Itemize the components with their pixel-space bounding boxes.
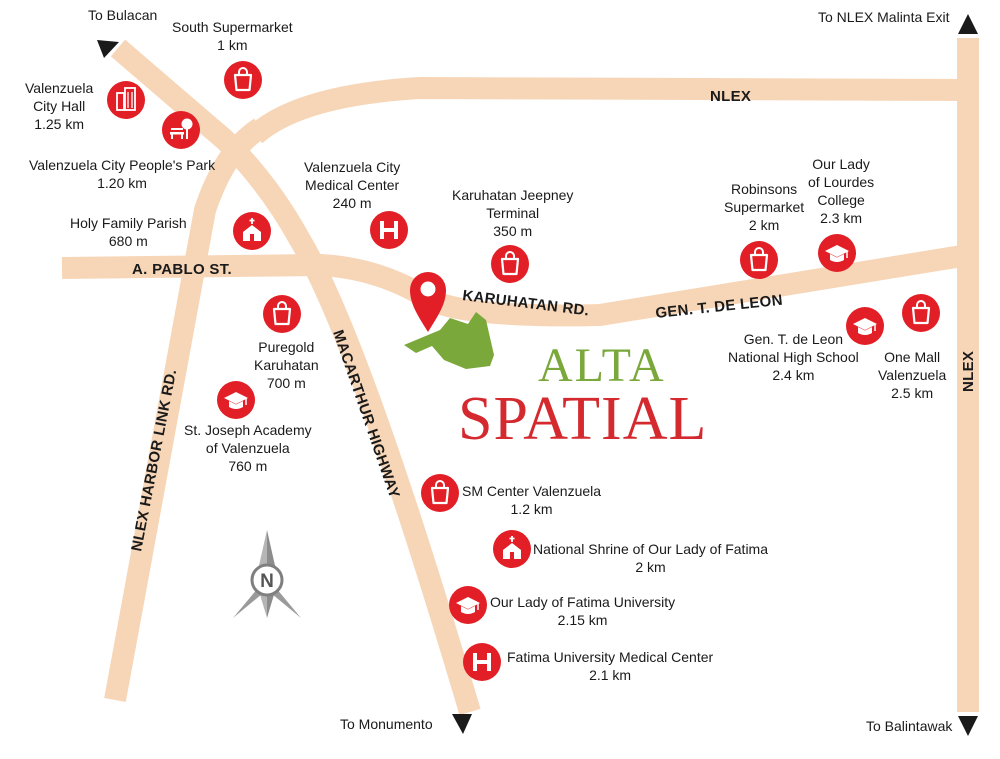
direction-nlex-malinta: To NLEX Malinta Exit (818, 9, 950, 25)
alta-spatial-site (404, 312, 494, 369)
graduation-cap-icon (817, 233, 857, 273)
building-icon (106, 80, 146, 120)
hospital-icon (368, 209, 410, 251)
shopping-bag-icon (900, 292, 942, 334)
road-label-nlex-right: NLEX (960, 351, 977, 392)
graduation-cap-icon (448, 585, 488, 625)
brand-alta: ALTA (538, 339, 666, 392)
shopping-bag-icon (419, 472, 461, 514)
compass-letter: N (260, 571, 274, 592)
road-label-a-pablo: A. PABLO ST. (132, 261, 232, 278)
arrow-nlex-malinta-icon (958, 14, 978, 34)
shopping-bag-icon (261, 293, 303, 335)
road-label-macarthur: MACARTHUR HIGHWAY (329, 328, 403, 501)
direction-monumento: To Monumento (340, 716, 433, 732)
arrow-balintawak-icon (958, 716, 978, 736)
hospital-icon (461, 641, 503, 683)
shopping-bag-icon (222, 59, 264, 101)
brand-spatial: SPATIAL (458, 385, 708, 453)
church-icon (492, 529, 532, 569)
compass-icon: N (233, 530, 301, 618)
road-nlex-top (247, 76, 969, 144)
graduation-cap-icon (216, 380, 256, 420)
shopping-bag-icon (489, 243, 531, 285)
direction-bulacan: To Bulacan (88, 7, 158, 23)
location-pin-icon (410, 272, 446, 332)
shopping-bag-icon (738, 239, 780, 281)
road-macarthur (110, 39, 481, 716)
park-bench-icon (161, 110, 201, 150)
direction-balintawak: To Balintawak (866, 718, 953, 734)
church-icon (232, 211, 272, 251)
arrow-bulacan-icon (97, 40, 119, 58)
road-label-nlex-top: NLEX (710, 88, 751, 105)
arrow-monumento-icon (452, 714, 472, 734)
road-harbor-link (104, 118, 267, 702)
